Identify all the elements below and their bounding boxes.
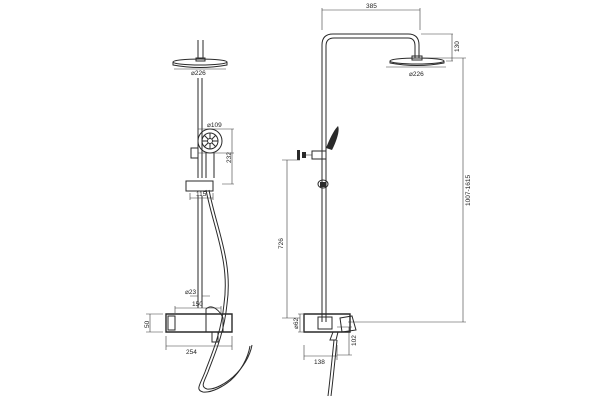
outlet-height-label: 102 (351, 335, 358, 346)
mixer-height-label: 50 (144, 320, 151, 328)
inlet-diameter-label: ⌀62 (293, 317, 300, 329)
front-view: ⌀226 ⌀109 232 115 (144, 40, 253, 393)
hand-height-label: 232 (226, 152, 233, 163)
riser-pipe (197, 78, 203, 308)
side-view: 385 ⌀226 130 1007-1615 (278, 3, 472, 397)
slide-holder (185, 180, 214, 200)
side-mixer (303, 313, 357, 341)
side-riser (321, 33, 420, 322)
holder-width-label: 115 (196, 191, 207, 198)
side-rain-head (386, 55, 446, 68)
hand-diameter-label: ⌀109 (207, 122, 222, 129)
side-head-diameter-label: ⌀226 (409, 71, 424, 78)
thermostatic-mixer (165, 306, 233, 343)
pipe-diameter-label: ⌀23 (185, 289, 197, 296)
total-height-label: 1007-1615 (465, 175, 472, 206)
rain-shower-head (172, 40, 228, 70)
mixer-width-label: 150 (192, 301, 203, 308)
mixer-to-holder-label: 726 (278, 238, 285, 249)
head-diameter-label: ⌀226 (191, 70, 206, 77)
spout-length-label: 254 (186, 349, 197, 356)
head-drop-label: 130 (454, 41, 461, 52)
arm-length-label: 385 (366, 3, 377, 10)
outlet-depth-label: 138 (314, 359, 325, 366)
hand-shower (190, 128, 223, 178)
side-hand-shower (297, 126, 339, 189)
shower-hose (198, 189, 253, 393)
